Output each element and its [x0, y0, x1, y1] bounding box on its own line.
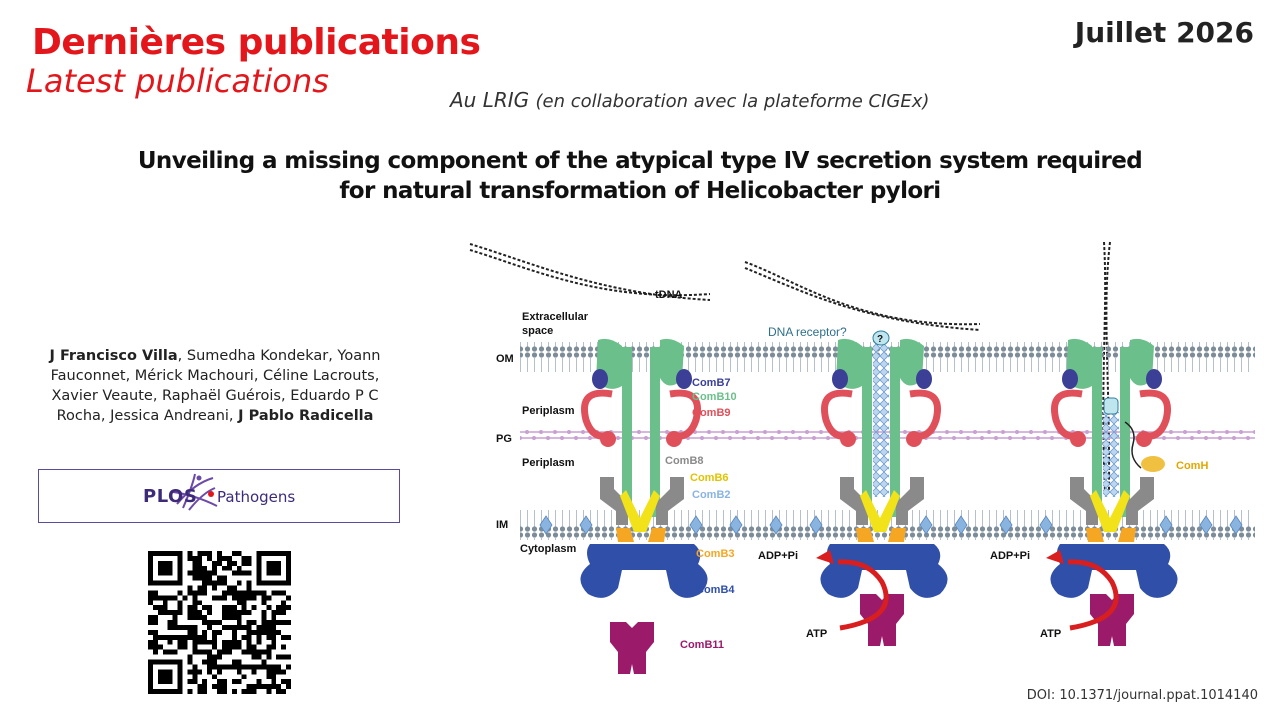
qr-code[interactable] — [148, 551, 291, 694]
comb-complex-resting — [580, 338, 708, 598]
layer-periplasm-label: Periplasm — [522, 405, 575, 417]
tdna-strand-1b — [469, 249, 711, 297]
comb10-label: ComB10 — [692, 391, 737, 403]
tdna-strand-2 — [744, 261, 981, 326]
layer-om-label: OM — [496, 353, 514, 365]
comb-complex-receptor — [820, 330, 948, 646]
title-french: Dernières publications — [32, 22, 481, 63]
plos-wordmark: PLOS — [143, 486, 198, 507]
author-name: Mérick Machouri — [134, 368, 254, 384]
tdna-label: tDNA — [655, 289, 683, 301]
atp-arrow-panel2 — [837, 559, 889, 631]
lab-line: Au LRIG (en collaboration avec la platef… — [450, 88, 929, 112]
paper-title-line-1: Unveiling a missing component of the aty… — [137, 148, 1143, 174]
paper-title: Unveiling a missing component of the aty… — [40, 146, 1240, 206]
author-name: Yoann Fauconnet — [50, 348, 381, 384]
extracellular-label-1: Extracellular — [522, 311, 589, 323]
comb2-label: ComB2 — [692, 489, 731, 501]
lab-collaboration: (en collaboration avec la plateforme CIG… — [535, 91, 930, 112]
comb6-label: ComB6 — [690, 472, 729, 484]
author-name: Xavier Veaute — [51, 388, 153, 404]
comb4-label: ComB4 — [696, 584, 735, 596]
author-name: Sumedha Kondekar — [186, 348, 329, 364]
plos-logo-icon — [172, 473, 218, 511]
comb3-label: ComB3 — [696, 548, 735, 560]
atp-arrowhead-3 — [1046, 550, 1064, 564]
comb9-label: ComB9 — [692, 407, 731, 419]
journal-name: Pathogens — [217, 488, 296, 506]
author-name: Jessica Andreani — [110, 408, 229, 424]
lab-name: Au LRIG — [450, 88, 530, 112]
adp-label-panel2: ADP+Pi — [758, 550, 798, 562]
doi-text[interactable]: DOI: 10.1371/journal.ppat.1014140 — [1026, 688, 1258, 703]
author-name: Eduardo P C Rocha — [56, 388, 379, 424]
dna-receptor-label: DNA receptor? — [768, 325, 847, 339]
title-english: Latest publications — [26, 62, 329, 100]
dna-receptor-icon — [872, 330, 890, 346]
layer-pg-label: PG — [496, 433, 512, 445]
inner-membrane-proteins — [539, 515, 1243, 535]
comb8-label: ComB8 — [665, 455, 704, 467]
atp-label-panel2: ATP — [806, 628, 827, 640]
layer-periplasm2-label: Periplasm — [522, 457, 575, 469]
comh-label: ComH — [1176, 460, 1208, 472]
atp-arrowhead-2 — [816, 550, 834, 564]
comb11-protein-icon — [610, 622, 654, 674]
tdna-strand-1 — [469, 243, 711, 301]
comb11-label: ComB11 — [680, 639, 724, 651]
comh-protein-icon — [1141, 456, 1165, 472]
tdna-strand-2b — [744, 267, 981, 331]
atp-label-panel3: ATP — [1040, 628, 1061, 640]
author-name: J Pablo Radicella — [238, 408, 374, 424]
dna-receptor-mark: ? — [877, 334, 883, 345]
comb7-label: ComB7 — [692, 377, 731, 389]
author-list: J Francisco Villa, Sumedha Kondekar, Yoa… — [49, 348, 381, 424]
publication-month: Juillet 2026 — [1074, 16, 1254, 49]
author-name: J Francisco Villa — [49, 348, 178, 364]
comb-complex-translocating — [1050, 338, 1178, 646]
complex-body — [580, 338, 708, 598]
paper-title-line-2: for natural transformation of Helicobact… — [339, 178, 941, 204]
journal-logo-box[interactable]: PLOS Pathogens — [38, 469, 400, 523]
layer-im-label: IM — [496, 519, 508, 531]
author-name: Céline Lacrouts — [263, 368, 375, 384]
layer-cytoplasm-label: Cytoplasm — [520, 543, 576, 555]
author-name: Raphaël Guérois — [162, 388, 281, 404]
atp-arrow-panel3 — [1067, 559, 1119, 631]
extracellular-label-2: space — [522, 325, 553, 337]
adp-label-panel3: ADP+Pi — [990, 550, 1030, 562]
comb-system-figure: tDNA Extracellular space OM Periplasm PG… — [469, 241, 1255, 674]
